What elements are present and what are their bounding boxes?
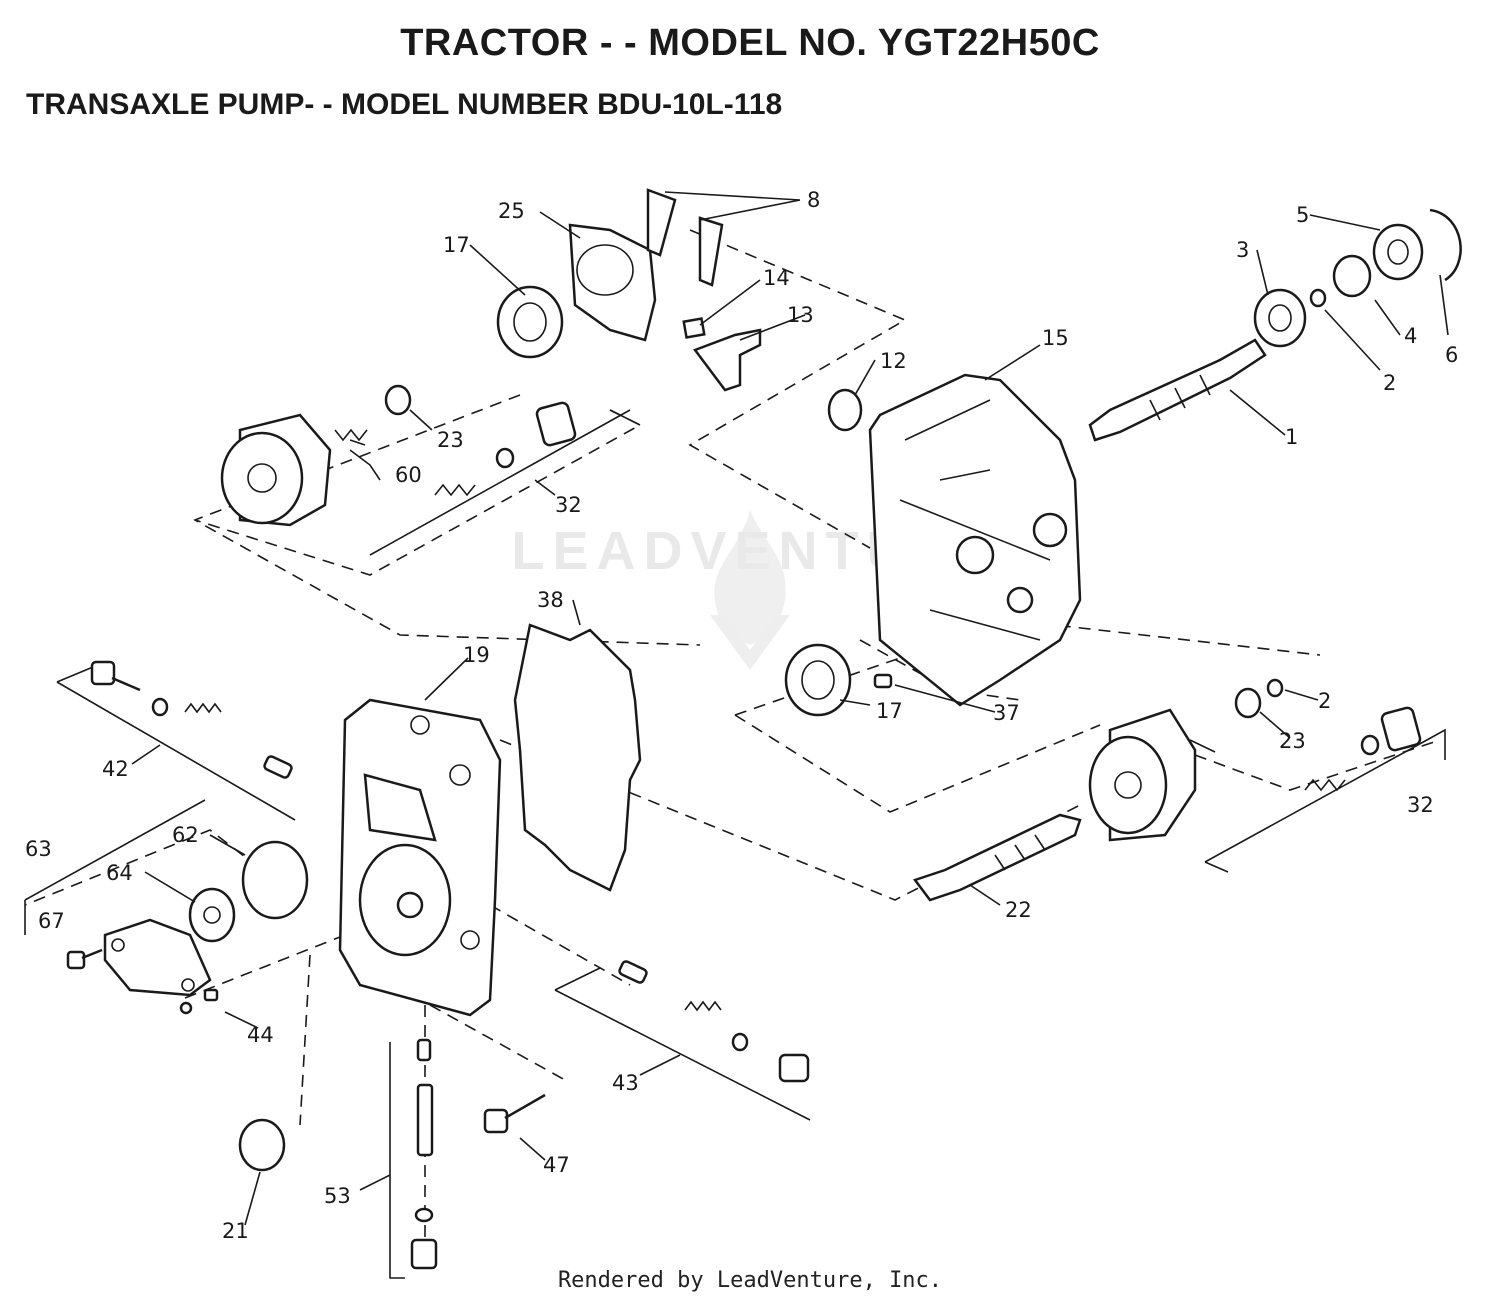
part-input-shaft-1: [1088, 338, 1267, 442]
leader-lines: [131, 191, 1449, 1226]
callout-label: 8: [807, 188, 820, 212]
callout-label: 44: [247, 1023, 274, 1047]
callout-label: 4: [1404, 324, 1417, 348]
footer-credit: Rendered by LeadVenture, Inc.: [557, 1268, 943, 1293]
part-swashplate-25: [568, 223, 657, 342]
callout-label: 17: [876, 699, 903, 723]
callout-label: 12: [880, 349, 907, 373]
bracket-lines: [24, 409, 1446, 1279]
callout-label: 14: [763, 266, 790, 290]
callout-label: 1: [1285, 425, 1298, 449]
callout-label: 47: [543, 1153, 570, 1177]
callout-label: 6: [1445, 343, 1458, 367]
callout-label: 25: [498, 199, 525, 223]
callout-label: 19: [463, 643, 490, 667]
callout-label: 63: [25, 837, 52, 861]
part-snap-ring-6: [1429, 208, 1462, 282]
callout-label: 23: [437, 428, 464, 452]
part-cylinder-block-right: [1088, 708, 1197, 842]
part-bearing-17-top: [496, 285, 564, 359]
page-subtitle: TRANSAXLE PUMP- - MODEL NUMBER BDU-10L-1…: [26, 88, 783, 121]
part-cylinder-block-left: [220, 413, 332, 527]
part-washer-23-top: [384, 384, 412, 416]
part-oring-62: [241, 840, 309, 920]
part-bearing-3: [1253, 288, 1307, 348]
callout-label: 22: [1005, 898, 1032, 922]
part-relief-valve-42: [90, 660, 293, 779]
callout-label: 17: [443, 233, 470, 257]
part-washer-4: [1332, 254, 1372, 298]
callout-label: 32: [1407, 793, 1434, 817]
part-trunnion-13: [692, 328, 762, 392]
part-gerotor-cover-63: [103, 918, 212, 997]
part-bolt-67: [66, 948, 103, 970]
part-gerotor-64: [188, 887, 236, 943]
callout-label: 2: [1318, 689, 1331, 713]
part-oring-2-bottom: [1266, 678, 1284, 698]
page-title: TRACTOR - - MODEL NO. YGT22H50C: [400, 22, 1100, 64]
callout-label: 42: [102, 757, 129, 781]
callout-label: 32: [555, 493, 582, 517]
callout-label: 23: [1279, 729, 1306, 753]
part-check-valve-32-bottom: [1304, 706, 1422, 792]
callout-label: 64: [106, 861, 133, 885]
callout-label: 15: [1042, 326, 1069, 350]
part-bearing-5: [1372, 223, 1424, 281]
part-relief-valve-43: [618, 960, 810, 1083]
part-fitting-44: [179, 988, 219, 1015]
callout-label: 3: [1236, 238, 1249, 262]
callout-label: 37: [993, 701, 1020, 725]
part-pin-37: [873, 673, 893, 689]
callout-label: 60: [395, 463, 422, 487]
part-check-valve-32-top: [434, 401, 577, 497]
part-block-14: [682, 317, 706, 339]
part-bearing-17-bottom: [784, 643, 852, 717]
part-bolt-47: [483, 1093, 546, 1134]
callout-label: 5: [1296, 203, 1309, 227]
callout-label: 13: [787, 303, 814, 327]
callout-label: 53: [324, 1184, 351, 1208]
callout-label: 43: [612, 1071, 639, 1095]
callout-label: 67: [38, 909, 65, 933]
part-oring-2-top: [1309, 288, 1327, 308]
callout-label: 21: [222, 1219, 249, 1243]
part-bypass-valve-53: [410, 1038, 438, 1270]
callout-label: 62: [172, 823, 199, 847]
part-center-section-19: [338, 698, 502, 1017]
part-seal-21: [238, 1118, 286, 1172]
callout-label: 38: [537, 588, 564, 612]
part-washer-23-bottom: [1234, 687, 1262, 719]
part-gasket-38: [513, 623, 642, 892]
part-housing-15: [868, 373, 1082, 707]
part-seal-12: [827, 388, 863, 432]
part-motor-shaft-22: [912, 813, 1082, 902]
watermark-flame-icon: [710, 510, 790, 670]
part-thrust-bearings-8: [646, 188, 724, 287]
callout-label: 2: [1383, 371, 1396, 395]
callout-labels: 8 25 17 14 13 5 3 4 6 2 1 12 15 23 60 32…: [25, 188, 1458, 1243]
part-spring-60: [334, 428, 368, 442]
